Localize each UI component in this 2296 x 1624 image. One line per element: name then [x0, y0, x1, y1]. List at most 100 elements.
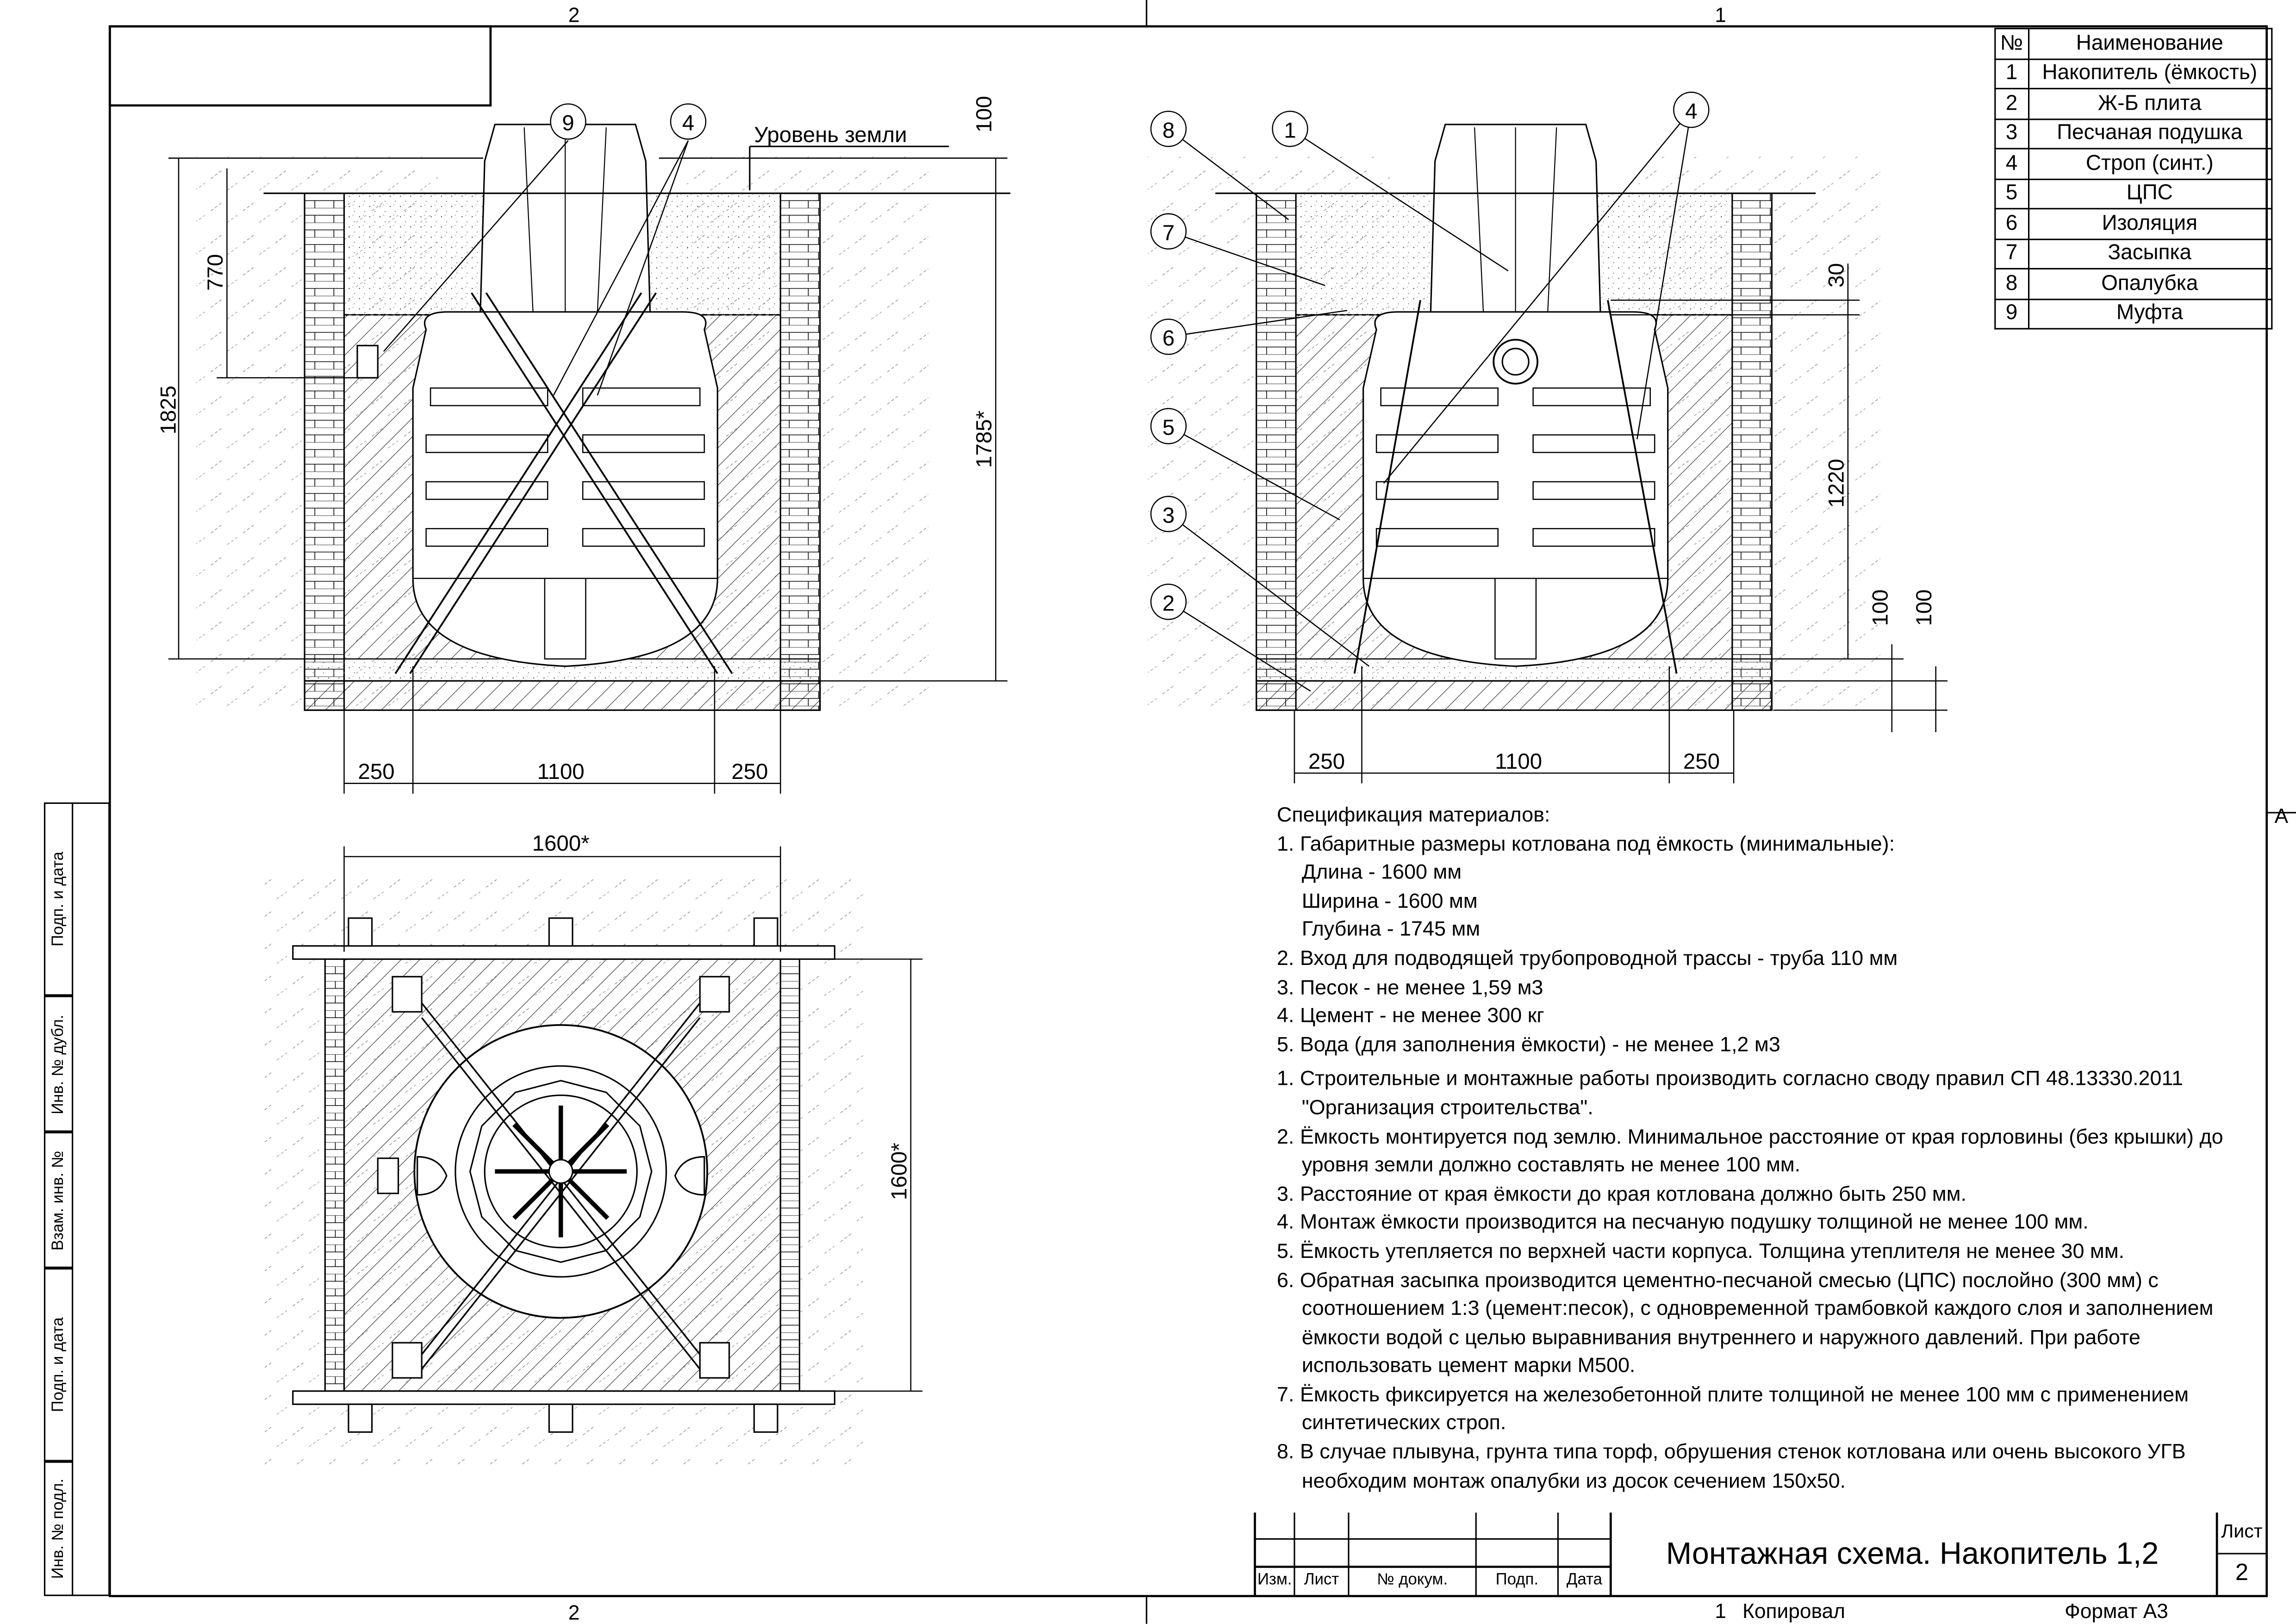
cell: Муфта [2027, 298, 2272, 330]
zone-label: A [2275, 805, 2289, 828]
dim-100: 100 [1868, 589, 1892, 626]
format-label: Формат А3 [2065, 1599, 2168, 1623]
dim-1100: 1100 [537, 759, 585, 784]
material-item: 2. Вход для подводящей трубопроводной тр… [1276, 947, 1898, 971]
sheet-number: 2 [2235, 1561, 2249, 1586]
cell: 7 [1994, 238, 2029, 270]
notes: Спецификация материалов: 1. Габаритные р… [1277, 803, 2272, 1497]
dim-250-right: 250 [1683, 749, 1720, 774]
cell: 8 [1994, 268, 2029, 299]
tb-col-doc: № докум. [1377, 1571, 1448, 1589]
dim-1785: 1785* [972, 411, 996, 468]
cell: Накопитель (ёмкость) [2027, 58, 2272, 89]
instruction-item: 3. Расстояние от края ёмкости до края ко… [1276, 1182, 1967, 1207]
copied-label: Копировал [1742, 1599, 1846, 1623]
cell: Песчаная подушка [2027, 118, 2272, 149]
dim-1100: 1100 [1495, 749, 1542, 774]
material-sub: Глубина - 1745 мм [1301, 918, 1481, 942]
callout-9 [550, 103, 586, 140]
instruction-item: 1. Строительные и монтажные работы произ… [1276, 1068, 2184, 1120]
dim-770: 770 [203, 254, 228, 291]
cell: 4 [1994, 148, 2029, 180]
dimension-lines [1294, 263, 1948, 784]
material-item: 5. Вода (для заполнения ёмкости) - не ме… [1276, 1033, 1780, 1057]
dim-plan-height: 1600* [887, 1143, 911, 1200]
cell: Строп (синт.) [2027, 148, 2272, 180]
drawing-title: Монтажная схема. Накопитель 1,2 [1666, 1537, 2159, 1571]
sheet-label: Лист [2221, 1520, 2263, 1542]
zone-label: 2 [568, 4, 580, 26]
callouts [1150, 92, 1710, 620]
tb-col-sign: Подп. [1495, 1571, 1539, 1589]
callout-label: 2 [1163, 591, 1175, 616]
callout-label: 1 [1284, 118, 1296, 143]
zone-label: 1 [1715, 1599, 1726, 1623]
ground-level-label: Уровень земли [754, 123, 907, 147]
material-sub: Длина - 1600 мм [1301, 861, 1462, 885]
callout-label: 6 [1163, 326, 1175, 351]
zone-label: 2 [568, 1601, 580, 1624]
strip-cell: Инв. № подл. [44, 1461, 74, 1596]
strip-cell: Подп. и дата [44, 1268, 74, 1462]
dim-plan-width: 1600* [532, 831, 590, 856]
top-left-box [108, 25, 492, 107]
callout-label: 3 [1163, 504, 1175, 528]
cell: 3 [1994, 118, 2029, 149]
material-item: 1. Габаритные размеры котлована под ёмко… [1276, 832, 1895, 856]
dim-1825: 1825 [156, 386, 181, 435]
cell: 2 [1994, 87, 2029, 119]
cell: Засыпка [2027, 238, 2272, 270]
instruction-item: 4. Монтаж ёмкости производится на песчан… [1276, 1211, 2089, 1235]
strip-column [72, 802, 110, 1596]
material-sub: Ширина - 1600 мм [1301, 890, 1478, 914]
cell: Изоляция [2027, 208, 2272, 240]
strip-cell: Взам. инв. № [44, 1132, 74, 1268]
zone-label: 1 [1715, 4, 1726, 26]
callout-4 [670, 103, 707, 140]
plan-view: 1600* 1600* [263, 831, 923, 1464]
header-no: № [1994, 28, 2029, 60]
dimension-lines [168, 157, 1008, 794]
header-name: Наименование [2027, 28, 2272, 60]
callout-label: 9 [562, 111, 574, 136]
dim-250-left: 250 [1308, 749, 1345, 774]
strip-cell: Инв. № дубл. [44, 996, 74, 1132]
cell: 1 [1994, 58, 2029, 89]
material-item: 4. Цемент - не менее 300 кг [1276, 1004, 1544, 1028]
section-left: Уровень земли 1825 770 1785* 100 250 110… [156, 96, 1011, 794]
dim-30: 30 [1824, 263, 1848, 287]
callout-label: 4 [1685, 99, 1697, 124]
slings [394, 292, 733, 674]
tb-col-list: Лист [1304, 1571, 1339, 1589]
material-item: 3. Песок - не менее 1,59 м3 [1276, 976, 1543, 1000]
callout-label: 8 [1163, 118, 1175, 143]
callout-label: 5 [1163, 416, 1175, 440]
instruction-item: 5. Ёмкость утепляется по верхней части к… [1276, 1240, 2125, 1264]
cell: Опалубка [2027, 268, 2272, 299]
cell: 5 [1994, 178, 2029, 210]
cell: 6 [1994, 208, 2029, 240]
dim-100: 100 [1912, 589, 1936, 626]
tb-col-date: Дата [1566, 1571, 1602, 1589]
dim-1220: 1220 [1824, 459, 1848, 508]
dim-250-right: 250 [731, 759, 768, 784]
coupling [356, 345, 379, 379]
strip-cell: Подп. и дата [44, 802, 74, 996]
dim-100: 100 [972, 96, 996, 132]
callout-label: 7 [1163, 221, 1175, 245]
cell: ЦПС [2027, 178, 2272, 210]
section-right: 30 1220 100 100 250 1100 250 8 7 6 5 3 2… [1147, 92, 1948, 784]
cell: 9 [1994, 298, 2029, 330]
tb-col-izm: Изм. [1257, 1571, 1292, 1589]
